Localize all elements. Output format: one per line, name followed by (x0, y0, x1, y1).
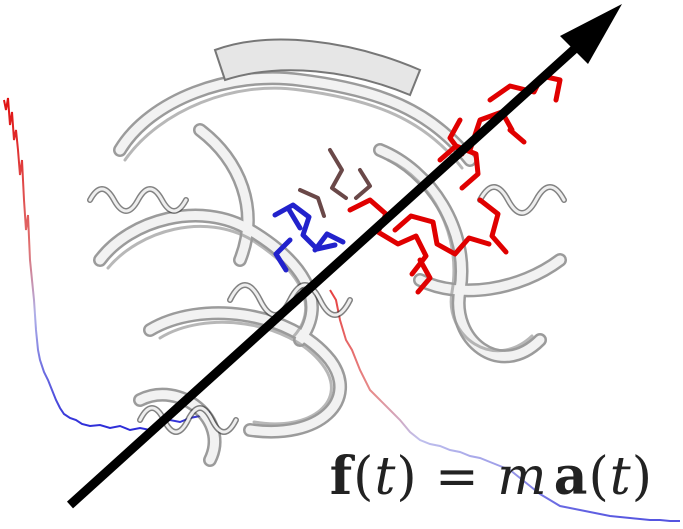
acceleration-symbol: a (553, 446, 589, 507)
paren-open-1: ( (353, 447, 375, 507)
newton-equation: f(t) = m a(t) (330, 446, 653, 507)
time-trace (3, 97, 680, 522)
mass-symbol: m (497, 447, 548, 507)
time-symbol-1: t (374, 447, 397, 507)
paren-close-2: ) (631, 447, 653, 507)
protein-ribbons (87, 38, 567, 467)
equals-sign: = (417, 447, 498, 507)
force-symbol: f (329, 446, 354, 507)
paren-close-1: ) (396, 447, 418, 507)
pulling-arrow (66, 4, 622, 509)
paren-open-2: ( (588, 447, 610, 507)
time-symbol-2: t (609, 447, 632, 507)
